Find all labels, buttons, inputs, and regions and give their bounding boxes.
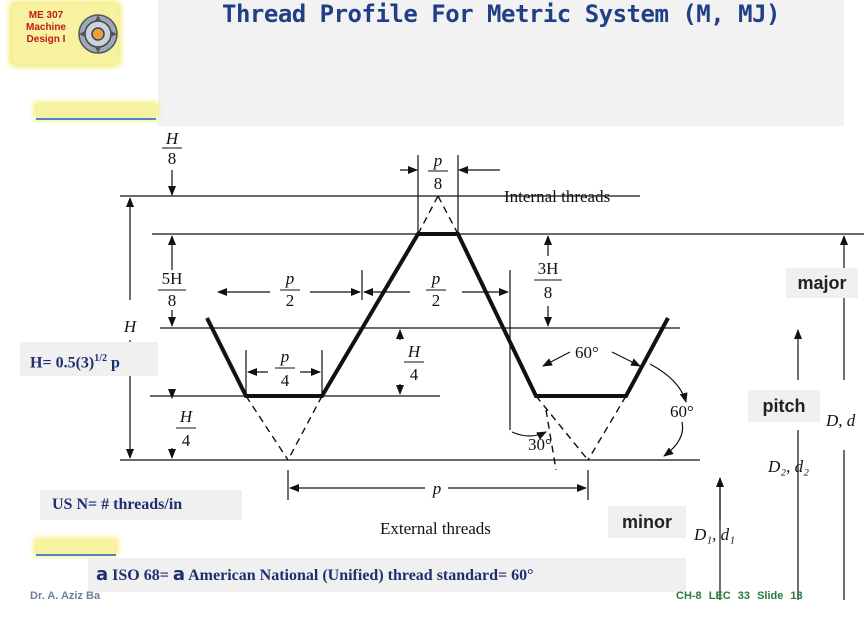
iso-mid: ISO 68= (108, 567, 173, 584)
thread-profile (205, 232, 670, 398)
top-divider-line (36, 118, 156, 120)
frac-5h8-den: 8 (168, 291, 177, 310)
d1-label: D₁, d₁ (693, 525, 735, 544)
frac-p8-den: 8 (434, 174, 443, 193)
iso-post: American National (Unified) thread stand… (185, 567, 534, 584)
angle-top-label: 60° (575, 343, 599, 362)
course-badge: ME 307 Machine Design I (12, 4, 118, 64)
pitch-label: pitch (748, 390, 820, 422)
author-footer: Dr. A. Aziz Ba (30, 590, 101, 602)
d2-label: D₂, d₂ (767, 457, 809, 476)
frac-5h8-num: 5H (162, 269, 183, 288)
frac-p4-num: p (280, 347, 290, 366)
frac-h4-left-num: H (179, 407, 194, 426)
frac-p2-right-num: p (431, 269, 441, 288)
major-label: major (786, 268, 858, 298)
frac-h4-right-den: 4 (410, 365, 419, 384)
h-formula-label: H= 0.5(3)1/2 p (20, 342, 158, 376)
bottom-highlight-bar (36, 540, 116, 554)
frac-p2-right-den: 2 (432, 291, 441, 310)
frac-p8-num: p (433, 151, 443, 170)
title-box: Thread Profile For Metric System (M, MJ) (158, 0, 844, 126)
frac-h4-left-den: 4 (182, 431, 191, 450)
d-label: D, d (825, 411, 856, 430)
h-formula-post: p (107, 354, 120, 372)
frac-3h8-den: 8 (544, 283, 553, 302)
iso-alpha-1: a (96, 564, 109, 585)
frac-p2-left-num: p (285, 269, 295, 288)
angle-bottom-label: 30° (528, 435, 552, 454)
h-label: H (123, 317, 138, 336)
minor-label: minor (608, 506, 686, 538)
angle-right-label: 60° (670, 402, 694, 421)
frac-h8-den: 8 (168, 149, 177, 168)
page-title: Thread Profile For Metric System (M, MJ) (222, 0, 780, 28)
frac-h8-num: H (165, 129, 180, 148)
external-threads-label: External threads (380, 519, 491, 538)
bottom-divider-line (36, 554, 116, 556)
frac-p2-left-den: 2 (286, 291, 295, 310)
h-formula-sup: 1/2 (94, 353, 107, 364)
slide-info-footer: CH-8 LEC 33 Slide 13 (676, 590, 803, 602)
p-bottom-label: p (432, 479, 442, 498)
frac-p4-den: 4 (281, 371, 290, 390)
gear-icon (78, 14, 118, 54)
top-highlight-bar (36, 104, 156, 118)
course-badge-text: ME 307 Machine Design I (25, 10, 66, 45)
iso-alpha-2: a (172, 564, 185, 585)
us-threads-label: US N= # threads/in (40, 490, 242, 520)
internal-threads-label: Internal threads (504, 187, 610, 206)
frac-3h8-num: 3H (538, 259, 559, 278)
frac-h4-right-num: H (407, 342, 422, 361)
h-formula-pre: H= 0.5(3) (30, 354, 95, 372)
iso-standard-label: a ISO 68= a American National (Unified) … (88, 558, 686, 592)
